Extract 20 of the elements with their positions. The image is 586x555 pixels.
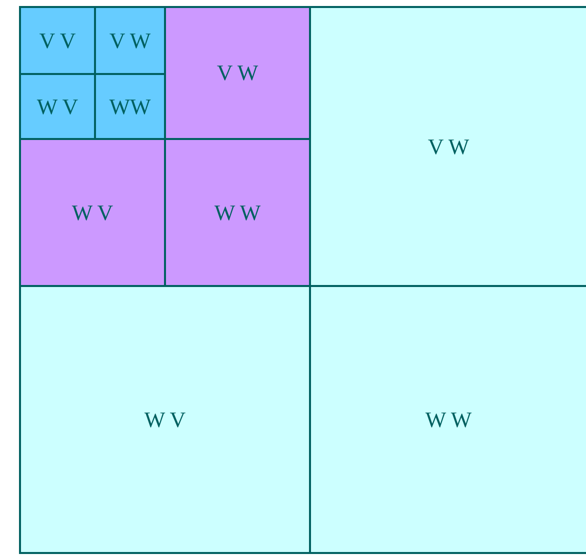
subband-square — [164, 6, 311, 140]
subband-label: W W — [425, 406, 472, 432]
subband-label: V W — [109, 28, 151, 54]
subband-label: W W — [214, 200, 261, 226]
subband-square — [19, 6, 96, 75]
subband-square — [309, 6, 586, 287]
subband-square — [19, 138, 166, 287]
subband-square — [19, 73, 96, 140]
subband-label: V W — [216, 60, 258, 86]
subband-label: W V — [144, 406, 186, 432]
subband-label: W V — [72, 200, 114, 226]
subband-square — [309, 285, 586, 554]
subband-square — [164, 138, 311, 287]
subband-square — [19, 285, 311, 554]
subband-square — [94, 6, 166, 75]
subband-square — [94, 73, 166, 140]
subband-label: V W — [428, 134, 470, 160]
subband-label: V V — [39, 28, 76, 54]
subband-label: WW — [109, 94, 151, 120]
subband-label: W V — [36, 94, 78, 120]
